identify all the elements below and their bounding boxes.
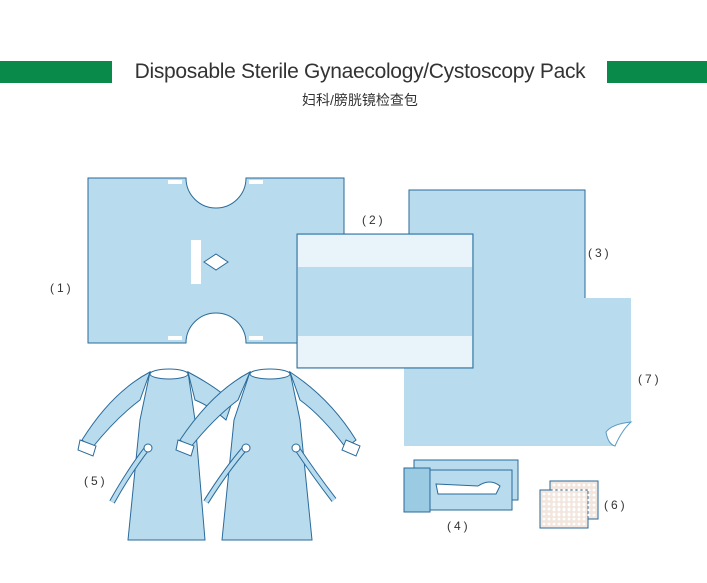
left-green-bar bbox=[0, 61, 112, 83]
item-label-5: (5) bbox=[84, 474, 108, 488]
gauze-swabs bbox=[539, 480, 599, 529]
surgical-gown-right bbox=[175, 368, 361, 541]
table-cover bbox=[296, 233, 474, 369]
right-green-bar bbox=[607, 61, 707, 83]
drape-with-cutouts bbox=[87, 177, 345, 344]
surgical-gown-left bbox=[77, 368, 233, 541]
page-title: Disposable Sterile Gynaecology/Cystoscop… bbox=[134, 60, 586, 83]
leggings bbox=[403, 459, 519, 513]
item-label-4: (4) bbox=[447, 519, 471, 533]
item-label-6: (6) bbox=[604, 498, 628, 512]
item-label-7: (7) bbox=[638, 372, 662, 386]
page-subtitle: 妇科/膀胱镜检查包 bbox=[302, 92, 418, 108]
item-label-2: (2) bbox=[362, 213, 386, 227]
item-label-3: (3) bbox=[588, 246, 612, 260]
item-label-1: (1) bbox=[50, 281, 74, 295]
